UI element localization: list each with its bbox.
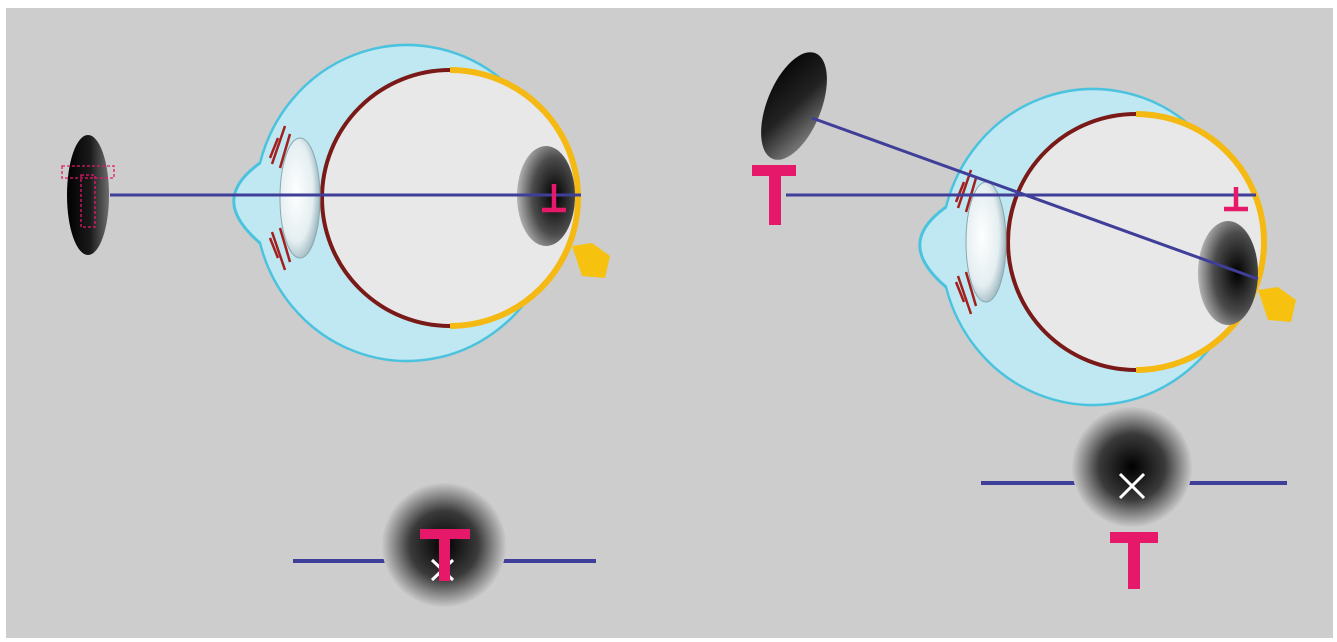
right-panel	[752, 52, 1296, 589]
right-view-fovea-disc	[1072, 407, 1192, 527]
right-view-target-t-icon	[1110, 532, 1158, 589]
left-fovea-view	[293, 483, 596, 607]
right-object	[761, 52, 827, 160]
right-fovea-view	[981, 407, 1287, 589]
right-view-fovea-x-icon	[1118, 472, 1146, 500]
left-object	[61, 135, 115, 255]
right-fovea	[1198, 221, 1258, 325]
left-panel	[61, 45, 610, 607]
diagram-panel	[6, 8, 1333, 638]
right-retinal-image-t-icon	[1224, 187, 1248, 212]
right-object-target-t-icon	[752, 165, 796, 225]
left-object-target-marker	[61, 165, 115, 228]
eye-fixation-diagram	[6, 8, 1333, 638]
left-view-target-t-icon	[420, 529, 470, 581]
left-retinal-image-t-icon	[542, 184, 566, 213]
right-eye-cross-section-icon	[920, 89, 1296, 405]
right-visual-axis	[811, 116, 1259, 281]
